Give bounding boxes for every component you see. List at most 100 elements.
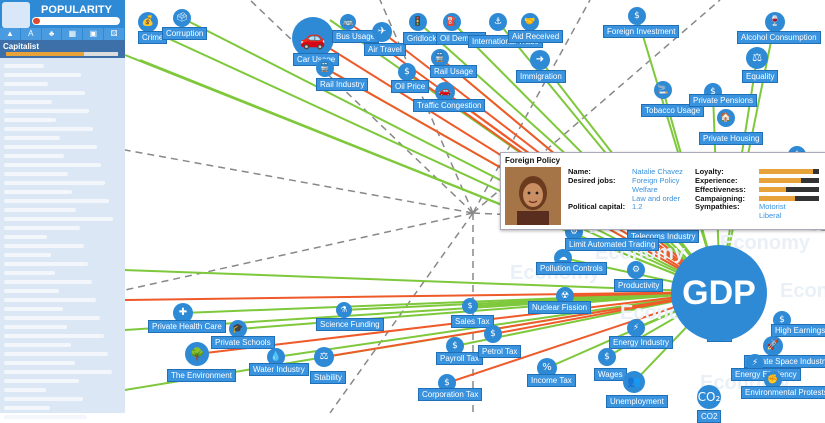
foreign-investment-icon[interactable]: $: [628, 7, 646, 25]
nuclear-fission-label[interactable]: Nuclear Fission: [528, 301, 592, 314]
job-1: Foreign Policy: [632, 176, 680, 185]
oil-demand-icon[interactable]: ⛽: [443, 13, 461, 31]
tobacco-usage-icon[interactable]: 🚬: [654, 81, 672, 99]
energy-industry-icon[interactable]: ⚡: [627, 319, 645, 337]
science-funding-label[interactable]: Science Funding: [316, 318, 384, 331]
co2-icon[interactable]: CO₂: [697, 385, 721, 409]
private-space-industry-icon[interactable]: 🚀: [763, 336, 783, 356]
air-travel-label[interactable]: Air Travel: [364, 43, 406, 56]
equality-icon[interactable]: ⚖: [746, 47, 768, 69]
water-industry-icon[interactable]: 💧: [267, 348, 285, 366]
bus-usage-icon[interactable]: 🚌: [340, 14, 356, 30]
gridlock-label[interactable]: Gridlock: [403, 32, 441, 45]
water-industry-label[interactable]: Water Industry: [249, 363, 309, 376]
nuclear-fission-icon[interactable]: ☢: [556, 287, 574, 305]
unemployment-icon[interactable]: 👥: [623, 371, 645, 393]
tobacco-usage-label[interactable]: Tobacco Usage: [641, 104, 705, 117]
the-environment-icon[interactable]: 🌳: [185, 342, 209, 366]
crime-label[interactable]: Crime: [138, 31, 168, 44]
high-earnings-label[interactable]: High Earnings: [771, 324, 825, 337]
stability-icon[interactable]: ⚖: [314, 347, 334, 367]
sidebar-row: [4, 172, 68, 176]
wages-label[interactable]: Wages: [594, 368, 627, 381]
private-schools-icon[interactable]: 🎓: [229, 320, 247, 338]
tab-1[interactable]: A: [21, 28, 42, 40]
car-usage-icon[interactable]: 🚗: [292, 17, 334, 59]
corporation-tax-label[interactable]: Corporation Tax: [418, 388, 483, 401]
jobs-key: Desired jobs:: [568, 176, 616, 185]
tab-2[interactable]: ♣: [42, 28, 63, 40]
loyalty-bar: [759, 169, 819, 174]
traffic-congestion-label[interactable]: Traffic Congestion: [413, 99, 486, 112]
productivity-label[interactable]: Productivity: [614, 279, 664, 292]
aid-received-label[interactable]: Aid Received: [508, 30, 564, 43]
experience-bar: [759, 178, 819, 183]
sales-tax-icon[interactable]: $: [462, 298, 478, 314]
private-health-care-icon[interactable]: ✚: [173, 303, 193, 323]
energy-efficiency-icon[interactable]: ⚡: [746, 354, 764, 372]
rail-industry-icon[interactable]: 🚆: [316, 59, 334, 77]
sidebar-row: [4, 370, 112, 374]
immigration-icon[interactable]: ➜: [530, 50, 550, 70]
watermark-text: Economy: [780, 280, 825, 302]
gdp-node[interactable]: GDP: [671, 245, 767, 341]
international-trade-icon[interactable]: ⚓: [489, 13, 507, 31]
payroll-tax-label[interactable]: Payroll Tax: [436, 352, 483, 365]
air-travel-icon[interactable]: ✈: [372, 22, 392, 42]
private-health-care-label[interactable]: Private Health Care: [148, 320, 226, 333]
equality-label[interactable]: Equality: [742, 70, 779, 83]
job-2: Welfare: [632, 185, 658, 194]
environmental-protests-label[interactable]: Environmental Protests: [741, 386, 825, 399]
petrol-tax-label[interactable]: Petrol Tax: [478, 345, 522, 358]
tab-3[interactable]: ▦: [62, 28, 84, 40]
petrol-tax-icon[interactable]: $: [484, 325, 502, 343]
alcohol-consumption-label[interactable]: Alcohol Consumption: [737, 31, 821, 44]
pollution-controls-label[interactable]: Pollution Controls: [536, 262, 607, 275]
private-space-industry-label[interactable]: Private Space Industry: [744, 355, 825, 368]
corporation-tax-icon[interactable]: $: [438, 374, 456, 392]
private-housing-label[interactable]: Private Housing: [699, 132, 764, 145]
traffic-congestion-icon[interactable]: 🚗: [435, 82, 455, 102]
app-logo-icon[interactable]: [2, 2, 30, 28]
wages-icon[interactable]: $: [598, 348, 616, 366]
oil-price-icon[interactable]: $: [398, 63, 416, 81]
corruption-icon[interactable]: 🗳: [173, 9, 191, 27]
aid-received-icon[interactable]: 🤝: [521, 13, 539, 31]
popularity-bar-fill: [33, 18, 40, 24]
rail-usage-label[interactable]: Rail Usage: [430, 65, 478, 78]
tab-4[interactable]: ▣: [83, 28, 105, 40]
tab-5[interactable]: ⚄: [104, 28, 125, 40]
co2-label[interactable]: CO2: [697, 410, 722, 423]
stability-label[interactable]: Stability: [310, 371, 347, 384]
gridlock-icon[interactable]: 🚦: [409, 13, 427, 31]
tab-0[interactable]: ▲: [0, 28, 21, 40]
connection-line: [472, 0, 591, 214]
sales-tax-label[interactable]: Sales Tax: [451, 315, 494, 328]
income-tax-label[interactable]: Income Tax: [527, 374, 576, 387]
rail-usage-icon[interactable]: 🚆: [431, 49, 449, 67]
energy-industry-label[interactable]: Energy Industry: [609, 336, 674, 349]
rail-industry-label[interactable]: Rail Industry: [316, 78, 369, 91]
immigration-label[interactable]: Immigration: [516, 70, 566, 83]
environmental-protests-icon[interactable]: ✊: [764, 371, 782, 389]
alcohol-consumption-icon[interactable]: 🍷: [765, 12, 785, 32]
unemployment-label[interactable]: Unemployment: [606, 395, 668, 408]
popularity-title: POPULARITY: [41, 4, 112, 16]
payroll-tax-icon[interactable]: $: [446, 337, 464, 355]
crime-icon[interactable]: 💰: [138, 12, 158, 32]
sidebar-row: [4, 109, 89, 113]
portrait-image: [505, 167, 561, 225]
sidebar-row: [4, 343, 71, 347]
productivity-icon[interactable]: ⚙: [627, 261, 645, 279]
private-pensions-label[interactable]: Private Pensions: [689, 94, 758, 107]
science-funding-icon[interactable]: ⚗: [336, 302, 352, 318]
foreign-investment-label[interactable]: Foreign Investment: [603, 25, 680, 38]
limit-automated-trading-label[interactable]: Limit Automated Trading: [565, 238, 660, 251]
private-schools-label[interactable]: Private Schools: [211, 336, 275, 349]
voter-group-capitalist[interactable]: Capitalist: [0, 40, 125, 58]
the-environment-label[interactable]: The Environment: [167, 369, 236, 382]
corruption-label[interactable]: Corruption: [162, 27, 208, 40]
oil-price-label[interactable]: Oil Price: [391, 80, 430, 93]
private-housing-icon[interactable]: 🏠: [717, 109, 735, 127]
income-tax-icon[interactable]: %: [537, 358, 557, 378]
